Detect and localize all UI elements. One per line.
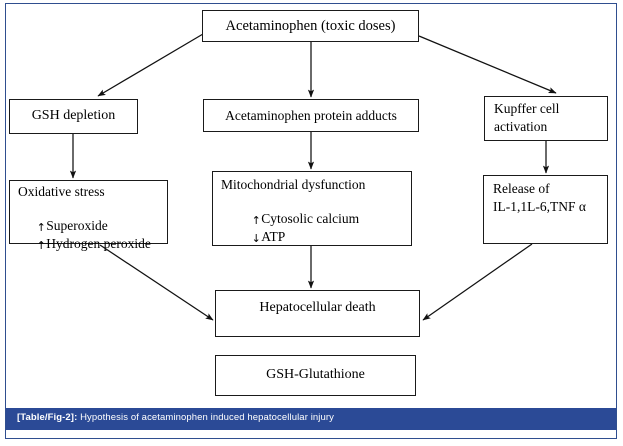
edge-cytokine-release-to-hepatocellular-death <box>422 243 533 321</box>
node-acetaminophen-protein-adducts-label: Acetaminophen protein adducts <box>225 108 397 123</box>
node-kupffer-cell-activation: Kupffer cell activation <box>484 96 608 141</box>
node-cytokine-release-line1: Release of <box>493 181 550 196</box>
node-gsh-glutathione-legend-label: GSH-Glutathione <box>266 367 365 382</box>
node-oxidative-stress-line1: Oxidative stress <box>18 184 105 199</box>
figure-caption-tag: [Table/Fig-2]: <box>17 412 78 423</box>
node-hepatocellular-death: Hepatocellular death <box>215 290 420 337</box>
down-arrow-icon: ↓ <box>251 232 261 245</box>
figure-caption-body: Hypothesis of acetaminophen induced hepa… <box>77 412 334 423</box>
node-cytokine-release-line2: IL-1,1L-6,TNF α <box>493 199 586 214</box>
node-oxidative-stress-line2-row: ↑Superoxide <box>16 202 108 250</box>
node-oxidative-stress-line3-label: Hydrogen peroxide <box>46 236 151 251</box>
node-mitochondrial-dysfunction-line1: Mitochondrial dysfunction <box>221 177 366 192</box>
up-arrow-icon: ↑ <box>36 239 46 252</box>
figure-caption: [Table/Fig-2]: Hypothesis of acetaminoph… <box>17 412 334 423</box>
node-mitochondrial-dysfunction-line3-label: ATP <box>261 229 286 244</box>
node-acetaminophen-toxic-doses: Acetaminophen (toxic doses) <box>202 10 419 42</box>
node-gsh-depletion-label: GSH depletion <box>31 108 116 123</box>
up-arrow-icon: ↑ <box>251 214 261 227</box>
up-arrow-icon: ↑ <box>36 221 46 234</box>
edge-acetaminophen-to-kupffer <box>418 35 557 94</box>
node-oxidative-stress-line3-row: ↑Hydrogen peroxide <box>16 220 151 268</box>
node-acetaminophen-toxic-doses-label: Acetaminophen (toxic doses) <box>225 18 396 34</box>
node-oxidative-stress-line2-label: Superoxide <box>46 218 108 233</box>
node-gsh-glutathione-legend: GSH-Glutathione <box>215 355 416 396</box>
figure-caption-bar: [Table/Fig-2]: Hypothesis of acetaminoph… <box>6 408 616 430</box>
node-kupffer-cell-activation-line2: activation <box>494 119 548 134</box>
node-gsh-depletion: GSH depletion <box>9 99 138 134</box>
node-cytokine-release: Release of IL-1,1L-6,TNF α <box>483 175 608 244</box>
node-kupffer-cell-activation-line1: Kupffer cell <box>494 101 560 116</box>
node-acetaminophen-protein-adducts: Acetaminophen protein adducts <box>203 99 419 132</box>
node-mitochondrial-dysfunction-line2-row: ↑Cytosolic calcium <box>231 195 359 243</box>
node-mitochondrial-dysfunction: Mitochondrial dysfunction ↑Cytosolic cal… <box>212 171 412 246</box>
edge-acetaminophen-to-gsh-depletion <box>97 33 204 97</box>
node-mitochondrial-dysfunction-line3-row: ↓ATP <box>231 213 286 261</box>
node-hepatocellular-death-label: Hepatocellular death <box>259 300 376 315</box>
edge-oxidative-stress-to-hepatocellular-death <box>99 244 214 321</box>
node-oxidative-stress: Oxidative stress ↑Superoxide ↑Hydrogen p… <box>9 180 168 251</box>
node-mitochondrial-dysfunction-line2-label: Cytosolic calcium <box>261 211 360 226</box>
